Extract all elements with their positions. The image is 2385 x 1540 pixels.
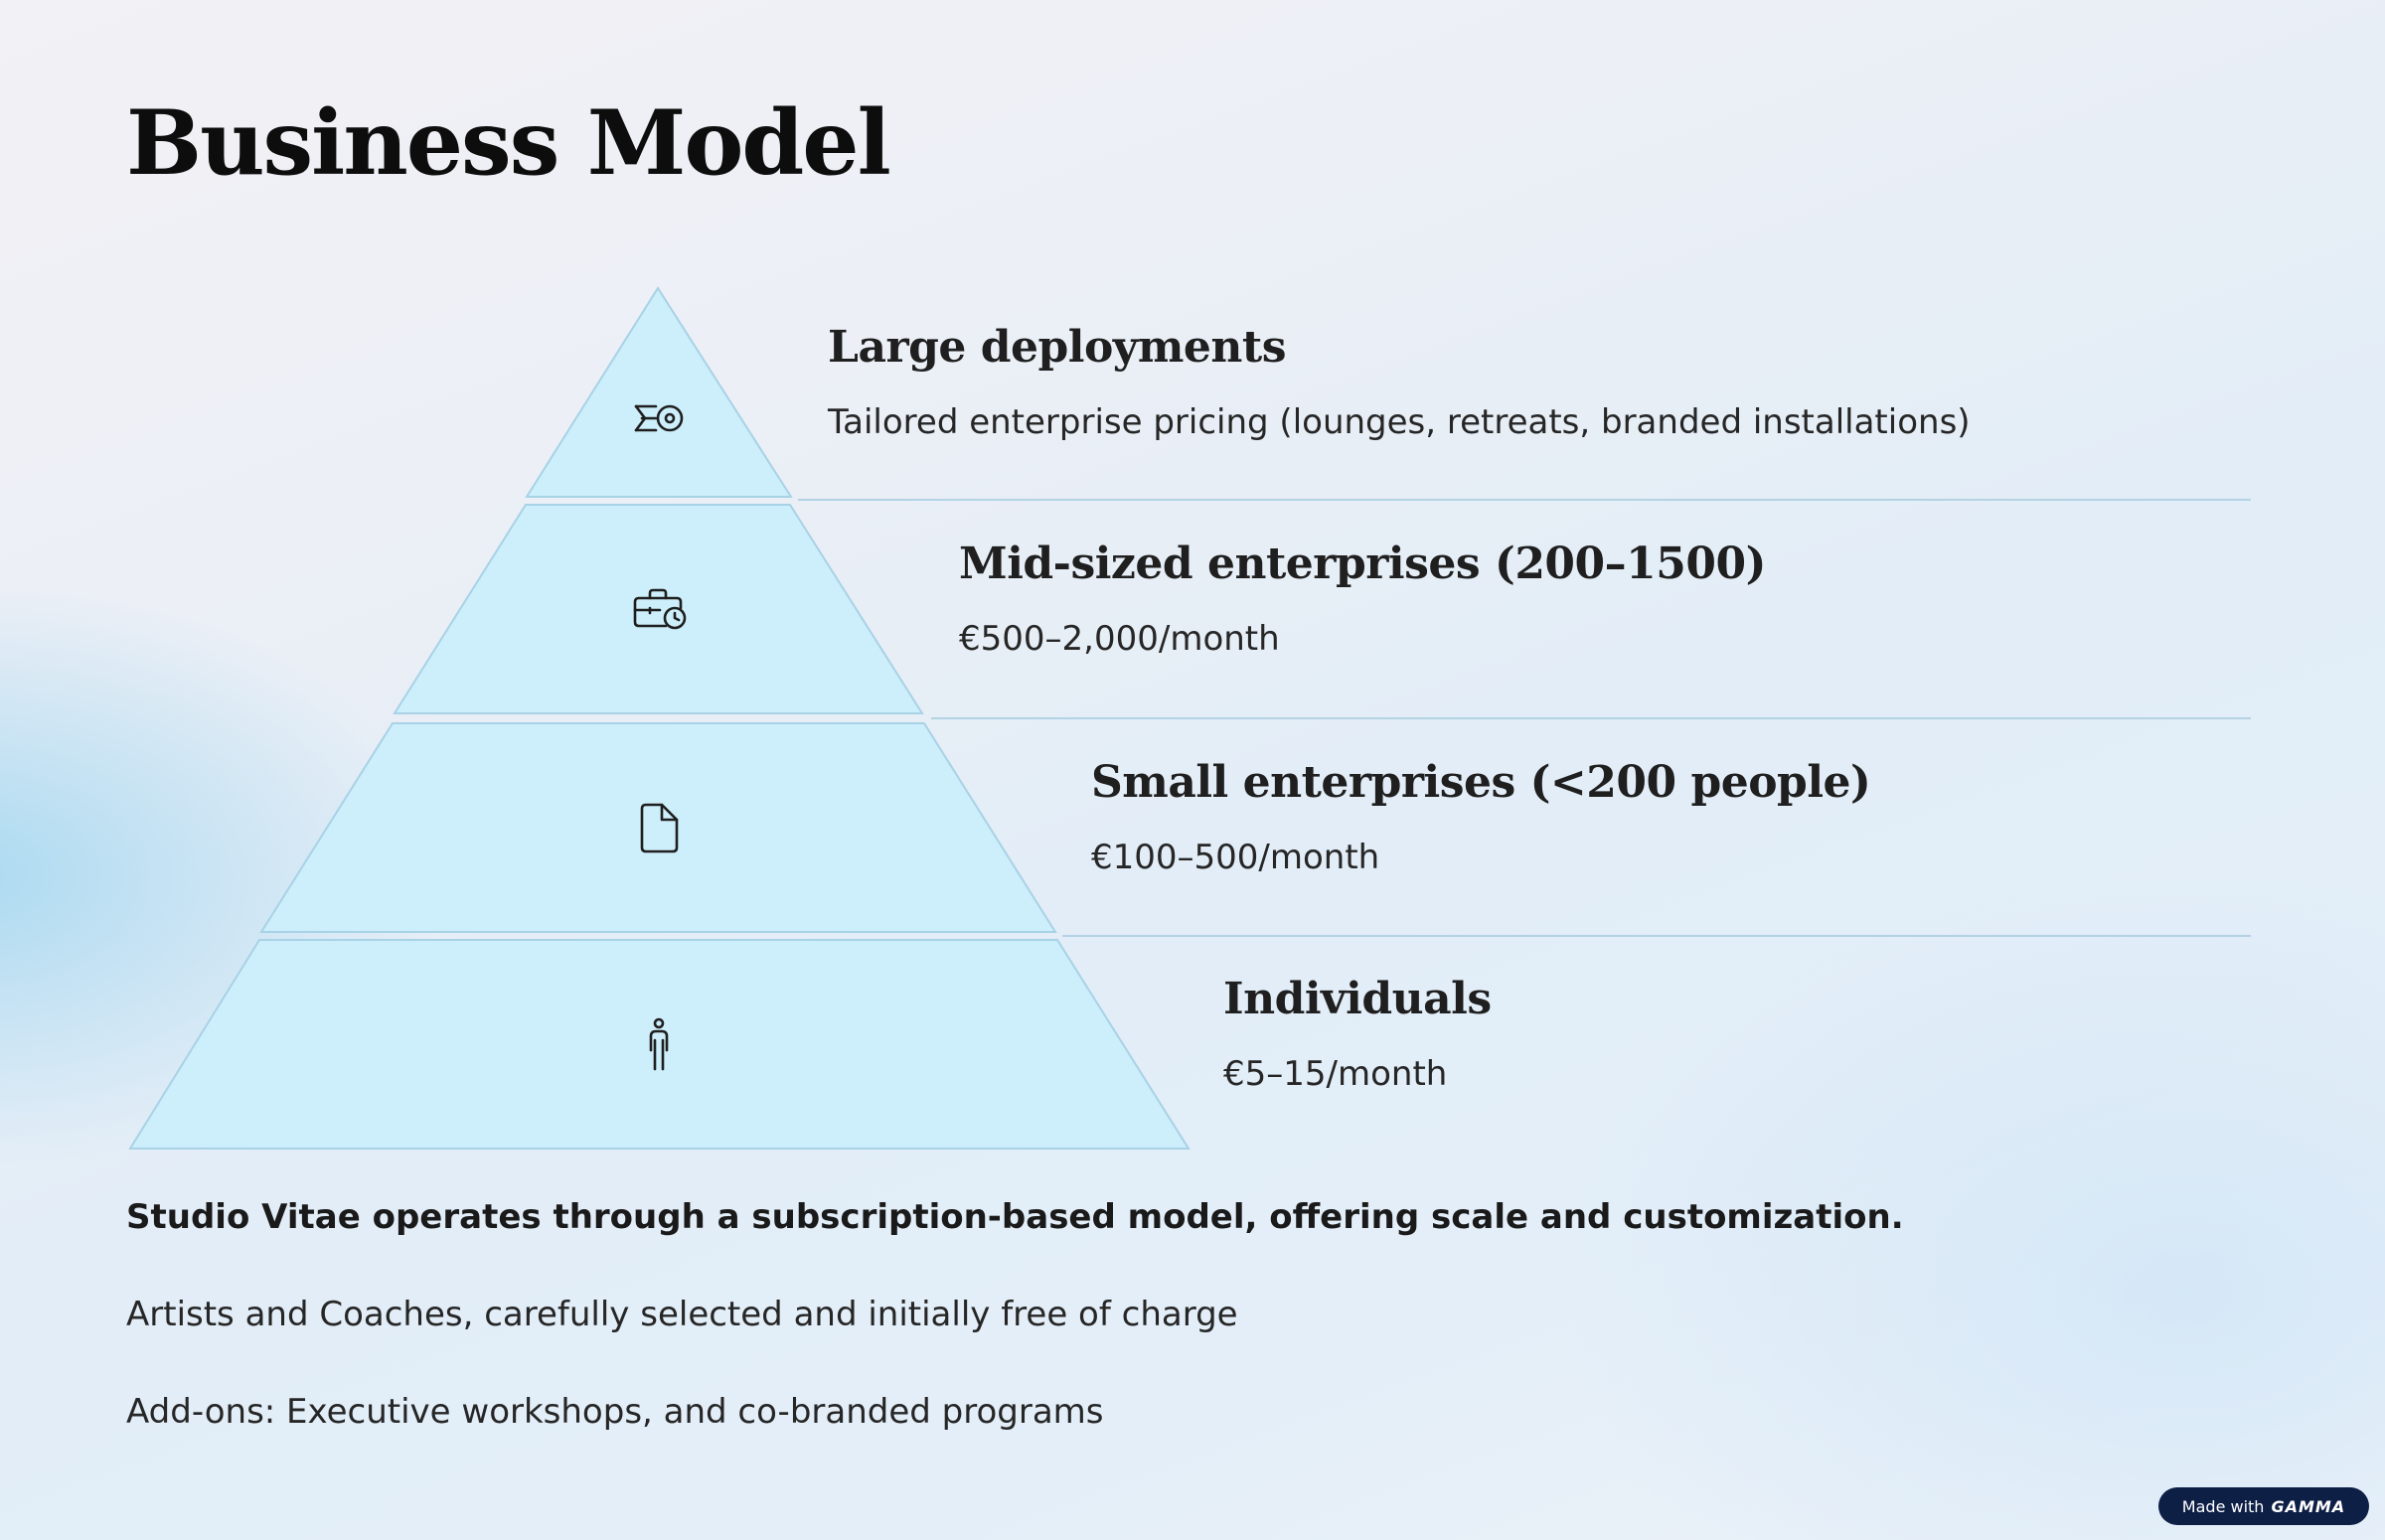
pyramid-tier-3 bbox=[259, 722, 1057, 933]
goal-target-icon bbox=[634, 404, 684, 432]
made-with-gamma-badge[interactable]: Made with GAMMA bbox=[2158, 1487, 2369, 1525]
tier-4-heading: Individuals bbox=[1223, 974, 1492, 1024]
summary-lead: Studio Vitae operates through a subscrip… bbox=[126, 1197, 1904, 1237]
tier-4-text: Individuals €5–15/month bbox=[1223, 974, 1492, 1095]
gamma-logo: GAMMA bbox=[2271, 1496, 2346, 1516]
tier-1-description: Tailored enterprise pricing (lounges, re… bbox=[828, 401, 1971, 442]
summary-artists: Artists and Coaches, carefully selected … bbox=[126, 1295, 1238, 1334]
person-icon bbox=[649, 1017, 669, 1071]
tier-3-text: Small enterprises (<200 people) €100–500… bbox=[1091, 757, 1871, 878]
pyramid-tier-4 bbox=[128, 939, 1191, 1150]
tier-2-heading: Mid-sized enterprises (200–1500) bbox=[959, 539, 1766, 589]
briefcase-clock-icon bbox=[633, 588, 687, 630]
badge-prefix: Made with bbox=[2181, 1496, 2265, 1516]
tier-1-text: Large deployments Tailored enterprise pr… bbox=[828, 322, 1971, 443]
page-title: Business Model bbox=[126, 90, 891, 196]
tier-3-description: €100–500/month bbox=[1091, 837, 1380, 877]
tier-2-description: €500–2,000/month bbox=[959, 618, 1280, 659]
tier-1-heading: Large deployments bbox=[828, 322, 1286, 373]
tier-2-text: Mid-sized enterprises (200–1500) €500–2,… bbox=[959, 539, 1766, 660]
document-icon bbox=[640, 803, 679, 853]
pyramid-tier-1 bbox=[525, 286, 793, 498]
tier-3-heading: Small enterprises (<200 people) bbox=[1091, 757, 1871, 808]
tier-4-description: €5–15/month bbox=[1223, 1053, 1448, 1094]
summary-addons: Add-ons: Executive workshops, and co-bra… bbox=[126, 1392, 1104, 1432]
